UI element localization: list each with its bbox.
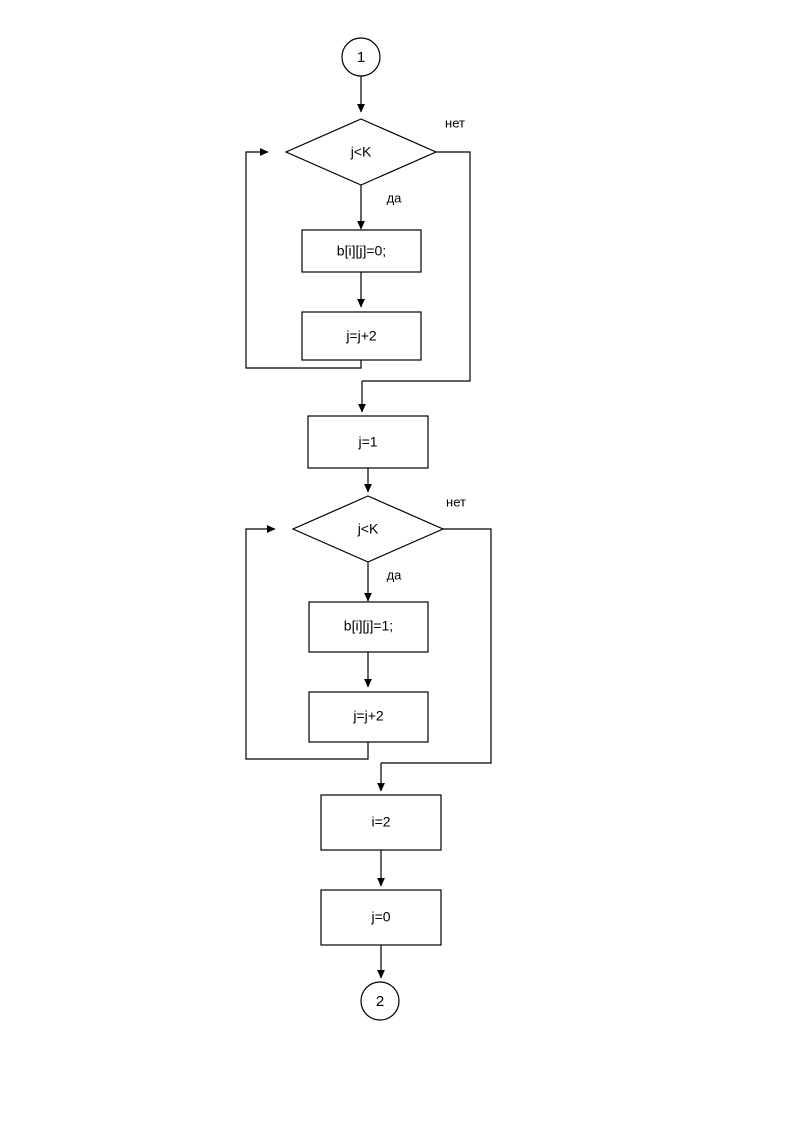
process-node-3[interactable]: j=1 [307,415,429,469]
edge-decision-2-no-branch [381,528,492,764]
process-4-label: b[i][j]=1; [344,618,393,634]
process-2-box [301,311,422,361]
connector-in-label: 1 [357,49,365,66]
decision-1-yes-label: да [387,190,403,205]
connector-node-in[interactable]: 1 [341,37,381,77]
process-5-label: j=j+2 [352,708,384,724]
process-node-2[interactable]: j=j+2 [301,311,422,361]
connector-out-label: 2 [376,993,384,1010]
process-node-4[interactable]: b[i][j]=1; [308,601,429,653]
process-1-label: b[i][j]=0; [337,243,386,259]
process-node-1[interactable]: b[i][j]=0; [301,229,422,273]
decision-2-yes-label: да [387,567,403,582]
edge-loop-back-1 [245,148,362,369]
connector-node-out[interactable]: 2 [360,981,400,1021]
process-7-box [320,889,442,946]
process-node-7[interactable]: j=0 [320,889,442,946]
decision-node-2[interactable]: j<K [291,495,445,563]
decision-2-no-label: нет [446,494,466,509]
connector-out-circle [360,981,400,1021]
process-node-6[interactable]: i=2 [320,794,442,851]
process-5-box [308,691,429,743]
decision-1-label: j<K [350,144,372,160]
process-2-label: j=j+2 [345,328,377,344]
decision-node-1[interactable]: j<K [284,118,438,186]
process-7-label: j=0 [370,909,390,925]
process-1-box [301,229,422,273]
edge-loop-back-2 [245,525,369,760]
decision-1-no-label: нет [445,115,465,130]
process-6-box [320,794,442,851]
process-4-box [308,601,429,653]
process-node-5[interactable]: j=j+2 [308,691,429,743]
edge-decision-1-no-branch [362,151,471,382]
process-6-label: i=2 [371,814,390,830]
decision-2-label: j<K [357,521,379,537]
process-3-label: j=1 [357,434,377,450]
